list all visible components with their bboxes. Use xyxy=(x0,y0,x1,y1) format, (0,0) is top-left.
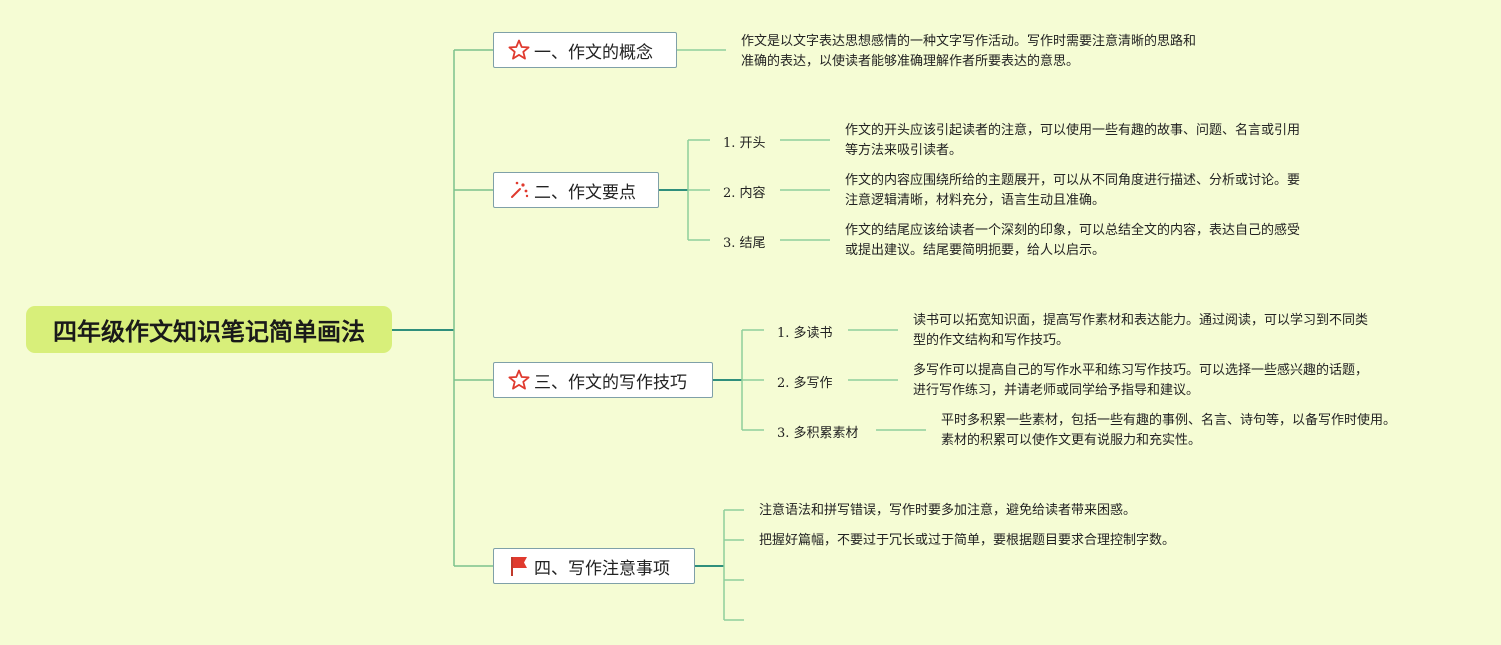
flag-icon xyxy=(506,553,532,579)
topic-concept[interactable]: 一、作文的概念 xyxy=(493,32,677,68)
subtopic-description: 作文的结尾应该给读者一个深刻的印象，可以总结全文的内容，表达自己的感受 或提出建… xyxy=(845,223,1301,258)
note-item[interactable]: 把握好篇幅，不要过于冗长或过于简单，要根据题目要求合理控制字数。 xyxy=(759,533,1176,548)
root-topic[interactable]: 四年级作文知识笔记简单画法 xyxy=(26,306,392,353)
topic-writing-skills[interactable]: 三、作文的写作技巧 xyxy=(493,362,713,398)
star-icon xyxy=(506,37,532,63)
subtopic-description: 多写作可以提高自己的写作水平和练习写作技巧。可以选择一些感兴趣的话题， 进行写作… xyxy=(913,363,1369,398)
subtopic-ending[interactable]: 3. 结尾 xyxy=(723,236,766,251)
star-icon xyxy=(506,367,532,393)
subtopic-description: 读书可以拓宽知识面，提高写作素材和表达能力。通过阅读，可以学习到不同类 型的作文… xyxy=(913,313,1369,348)
topic-key-points[interactable]: 二、作文要点 xyxy=(493,172,659,208)
topic-label: 三、作文的写作技巧 xyxy=(534,372,687,393)
note-item[interactable]: 注意语法和拼写错误，写作时要多加注意，避免给读者带来困惑。 xyxy=(759,503,1137,518)
topic-label: 一、作文的概念 xyxy=(534,42,653,63)
topic-writing-notes[interactable]: 四、写作注意事项 xyxy=(493,548,695,584)
subtopic-opening[interactable]: 1. 开头 xyxy=(723,136,766,151)
topic-description: 作文是以文字表达思想感情的一种文字写作活动。写作时需要注意清晰的思路和 准确的表… xyxy=(741,34,1197,69)
topic-label: 二、作文要点 xyxy=(534,182,636,203)
sparkle-icon xyxy=(506,177,532,203)
subtopic-gather-material[interactable]: 3. 多积累素材 xyxy=(777,426,859,441)
subtopic-description: 作文的开头应该引起读者的注意，可以使用一些有趣的故事、问题、名言或引用 等方法来… xyxy=(845,123,1301,158)
subtopic-description: 作文的内容应围绕所给的主题展开，可以从不同角度进行描述、分析或讨论。要 注意逻辑… xyxy=(845,173,1301,208)
subtopic-read-more[interactable]: 1. 多读书 xyxy=(777,326,833,341)
subtopic-write-more[interactable]: 2. 多写作 xyxy=(777,376,833,391)
subtopic-description: 平时多积累一些素材，包括一些有趣的事例、名言、诗句等，以备写作时使用。 素材的积… xyxy=(941,413,1397,448)
topic-label: 四、写作注意事项 xyxy=(534,558,670,579)
subtopic-content[interactable]: 2. 内容 xyxy=(723,186,766,201)
